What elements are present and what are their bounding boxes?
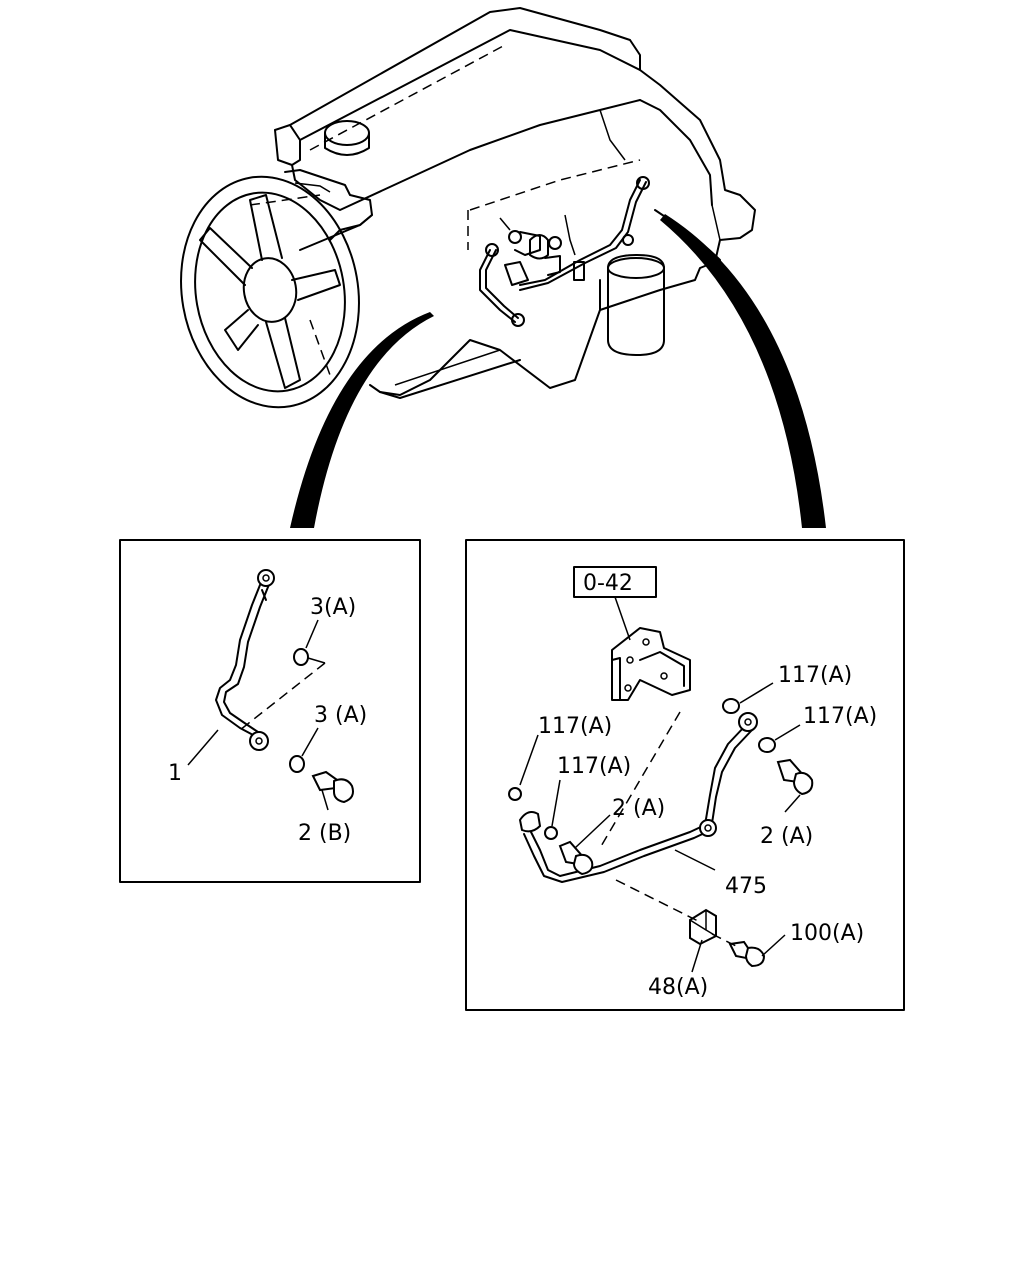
callout-part-3a-lower: 3 (A) [314, 703, 367, 728]
engine-illustration [180, 7, 756, 409]
callout-part-117a-top-right: 117(A) [778, 663, 852, 688]
callout-part-48a: 48(A) [648, 975, 708, 1000]
callout-part-3a-upper: 3(A) [310, 595, 356, 620]
callout-part-117a-mid: 117(A) [557, 754, 631, 779]
callout-part-117a-right: 117(A) [803, 704, 877, 729]
callout-part-2b: 2 (B) [298, 821, 351, 846]
callout-part-117a-left: 117(A) [538, 714, 612, 739]
leader-arc-left [290, 312, 434, 528]
detail-box-right [465, 539, 905, 1011]
callout-part-100a: 100(A) [790, 921, 864, 946]
callout-part-2a-right: 2 (A) [760, 824, 813, 849]
callout-ref-0-42: 0-42 [583, 571, 633, 596]
callout-part-2a-mid: 2 (A) [612, 796, 665, 821]
callout-part-475: 475 [725, 874, 767, 899]
detail-box-left [119, 539, 421, 883]
leader-arc-right [660, 214, 826, 528]
callout-part-1: 1 [168, 761, 182, 786]
